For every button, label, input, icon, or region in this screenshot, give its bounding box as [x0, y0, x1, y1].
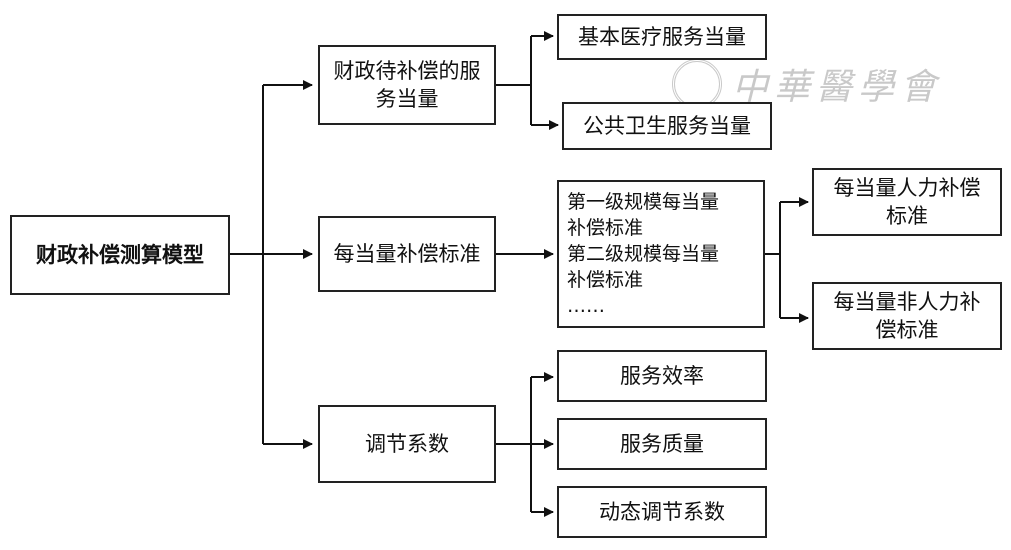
root-label: 财政补偿测算模型 [36, 243, 204, 267]
scale-list-line2: 补偿标准 [567, 217, 644, 239]
compensation-standard-node: 每当量补偿标准 [318, 216, 496, 292]
labor-standard-node: 每当量人力补偿 标准 [812, 168, 1002, 236]
efficiency-label: 服务效率 [620, 364, 704, 388]
service-equivalent-line1: 财政待补偿的服 [333, 59, 481, 83]
scale-list-line4: 补偿标准 [567, 269, 644, 291]
scale-list-line1: 第一级规模每当量 [567, 191, 720, 213]
quality-node: 服务质量 [557, 418, 767, 470]
labor-standard-line1: 每当量人力补偿 [833, 176, 981, 200]
root-node: 财政补偿测算模型 [10, 215, 230, 295]
service-equivalent-node: 财政待补偿的服 务当量 [318, 45, 496, 125]
watermark-text: 中華醫學會 [732, 67, 943, 108]
dynamic-node: 动态调节系数 [557, 486, 767, 538]
scale-list-line5: …… [567, 295, 605, 317]
scale-list-node: 第一级规模每当量 补偿标准 第二级规模每当量 补偿标准 …… [557, 180, 765, 328]
service-equivalent-line2: 务当量 [375, 87, 439, 111]
public-health-node: 公共卫生服务当量 [562, 102, 772, 150]
scale-list-line3: 第二级规模每当量 [567, 243, 720, 265]
adjustment-label: 调节系数 [365, 432, 449, 456]
dynamic-label: 动态调节系数 [599, 500, 725, 524]
watermark: 中華醫學會 [672, 58, 942, 110]
public-health-label: 公共卫生服务当量 [583, 114, 751, 138]
nonlabor-standard-line1: 每当量非人力补 [833, 290, 981, 314]
basic-medical-node: 基本医疗服务当量 [557, 14, 767, 60]
adjustment-node: 调节系数 [318, 405, 496, 483]
labor-standard-line2: 标准 [886, 204, 928, 228]
quality-label: 服务质量 [620, 432, 704, 456]
efficiency-node: 服务效率 [557, 350, 767, 402]
nonlabor-standard-line2: 偿标准 [875, 318, 939, 342]
compensation-standard-label: 每当量补偿标准 [333, 242, 481, 266]
basic-medical-label: 基本医疗服务当量 [578, 25, 746, 49]
nonlabor-standard-node: 每当量非人力补 偿标准 [812, 282, 1002, 350]
